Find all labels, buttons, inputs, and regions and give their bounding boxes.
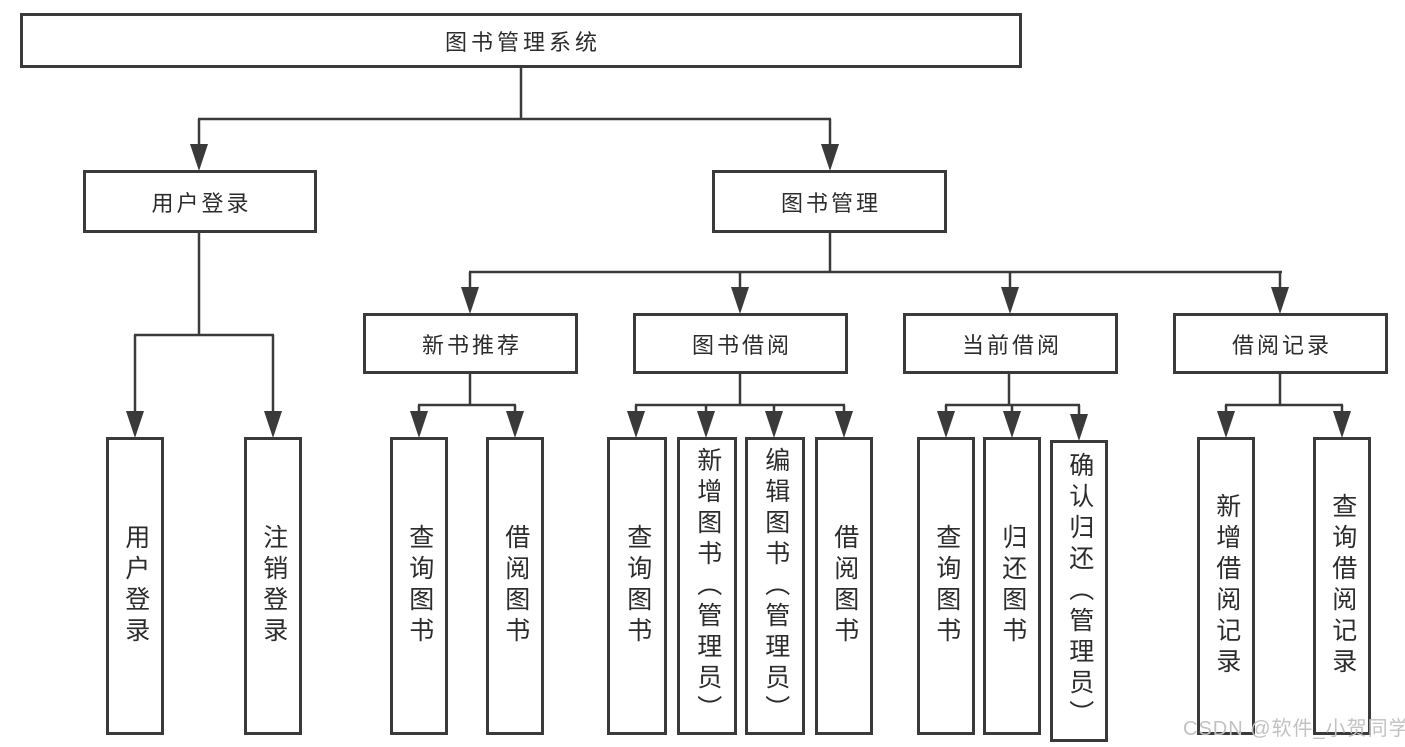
node-book-management-label: 图书管理 [780, 190, 881, 216]
leaf-cb-confirm-return-admin: 确认归还（管理员） [1050, 440, 1108, 742]
leaf-br-query-record: 查询借阅记录 [1313, 437, 1371, 735]
node-borrow-records-label: 借阅记录 [1231, 332, 1332, 358]
leaf-bb-borrow-books: 借阅图书 [815, 437, 873, 735]
node-borrow-records: 借阅记录 [1173, 313, 1388, 374]
leaf-bb-add-books-admin: 新增图书（管理员） [677, 437, 737, 735]
leaf-user-login-label: 用户登录 [121, 524, 150, 648]
leaf-bb-edit-books-admin-label: 编辑图书（管理员） [761, 446, 790, 726]
root-node: 图书管理系统 [20, 13, 1022, 68]
leaf-cb-query-books: 查询图书 [917, 437, 975, 735]
leaf-user-login: 用户登录 [106, 437, 164, 735]
leaf-nb-query-books: 查询图书 [390, 437, 448, 735]
connector-current-borrow [937, 374, 1088, 441]
root-node-label: 图书管理系统 [444, 29, 601, 55]
leaf-bb-add-books-admin-label: 新增图书（管理员） [693, 446, 722, 726]
leaf-br-add-record: 新增借阅记录 [1197, 437, 1255, 735]
connector-book-management [461, 233, 1289, 314]
leaf-nb-borrow-books-label: 借阅图书 [501, 524, 530, 648]
leaf-cb-query-books-label: 查询图书 [932, 524, 961, 648]
leaf-cb-return-books: 归还图书 [983, 437, 1041, 735]
leaf-bb-query-books: 查询图书 [607, 437, 667, 735]
node-current-borrow-label: 当前借阅 [961, 332, 1062, 358]
leaf-bb-borrow-books-label: 借阅图书 [830, 524, 859, 648]
leaf-logout-label: 注销登录 [259, 524, 288, 648]
leaf-cb-return-books-label: 归还图书 [998, 524, 1027, 648]
node-current-borrow: 当前借阅 [903, 313, 1118, 374]
leaf-br-query-record-label: 查询借阅记录 [1328, 493, 1357, 679]
node-user-login: 用户登录 [83, 170, 317, 233]
node-new-book: 新书推荐 [363, 313, 578, 374]
node-user-login-label: 用户登录 [151, 190, 252, 216]
node-book-borrow-label: 图书借阅 [691, 332, 792, 358]
leaf-logout: 注销登录 [244, 437, 302, 735]
leaf-cb-confirm-return-admin-label: 确认归还（管理员） [1065, 451, 1094, 731]
connector-book-borrow [627, 374, 853, 438]
connector-new-book [410, 374, 524, 438]
connector-root [190, 68, 839, 171]
connector-borrow-records [1217, 374, 1351, 438]
leaf-nb-borrow-books: 借阅图书 [486, 437, 544, 735]
leaf-nb-query-books-label: 查询图书 [405, 524, 434, 648]
connector-user-login [126, 233, 282, 438]
node-book-management: 图书管理 [712, 170, 947, 233]
leaf-bb-edit-books-admin: 编辑图书（管理员） [745, 437, 805, 735]
watermark-text: CSDN @软件_小贺同学 [1183, 718, 1405, 740]
node-book-borrow: 图书借阅 [633, 313, 848, 374]
node-new-book-label: 新书推荐 [421, 332, 522, 358]
leaf-bb-query-books-label: 查询图书 [623, 524, 652, 648]
leaf-br-add-record-label: 新增借阅记录 [1212, 493, 1241, 679]
